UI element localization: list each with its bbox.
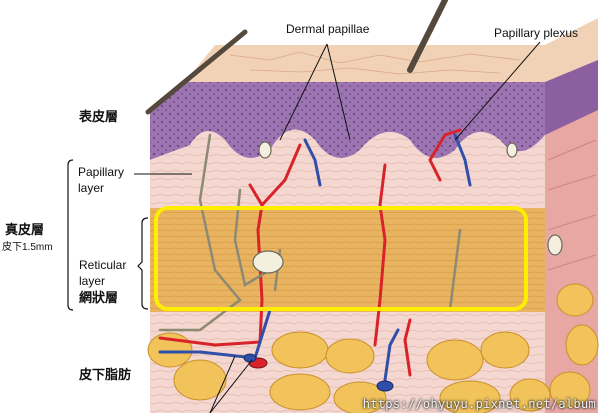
- pointer-lines: [134, 41, 541, 414]
- side-face: [545, 60, 598, 413]
- watermark-url: https://ohyuyu.pixnet.net/album: [362, 397, 596, 411]
- side-epidermis: [545, 60, 598, 135]
- papillary-plexus-label: Papillary plexus: [494, 26, 579, 40]
- dermis-label: 真皮層: [5, 222, 45, 237]
- reticular-highlight-box: [154, 206, 528, 311]
- papillary-dermis: [150, 129, 545, 210]
- reticular-layer-label-1: Reticular: [79, 258, 127, 272]
- surface-texture: [229, 51, 521, 75]
- papillary-layer-label-1: Papillary: [78, 165, 125, 179]
- papillary-layer-label-2: layer: [78, 181, 105, 195]
- hair-shafts: [145, 0, 448, 115]
- nerve-fibers: [158, 133, 462, 332]
- layer-brackets: [67, 159, 149, 311]
- epidermis-layer: [150, 82, 545, 160]
- side-fibers: [547, 139, 597, 271]
- fat-lobules: [147, 283, 599, 416]
- reticular-dermis: [150, 208, 545, 313]
- vessel-cross-sections: [243, 353, 394, 392]
- reticular-layer-label-2: layer: [79, 274, 106, 288]
- dermis-thickness-label: 皮下1.5mm: [2, 242, 53, 253]
- red-arterioles: [158, 128, 462, 377]
- subcutaneous-fat-label: 皮下脂肪: [79, 367, 132, 382]
- reticular-layer-zh-label: 網狀層: [79, 290, 119, 305]
- dermal-papillae-label: Dermal papillae: [286, 22, 370, 36]
- receptor-corpuscles: [252, 141, 563, 274]
- skin-surface: [185, 18, 598, 82]
- epidermis-label: 表皮層: [79, 109, 119, 124]
